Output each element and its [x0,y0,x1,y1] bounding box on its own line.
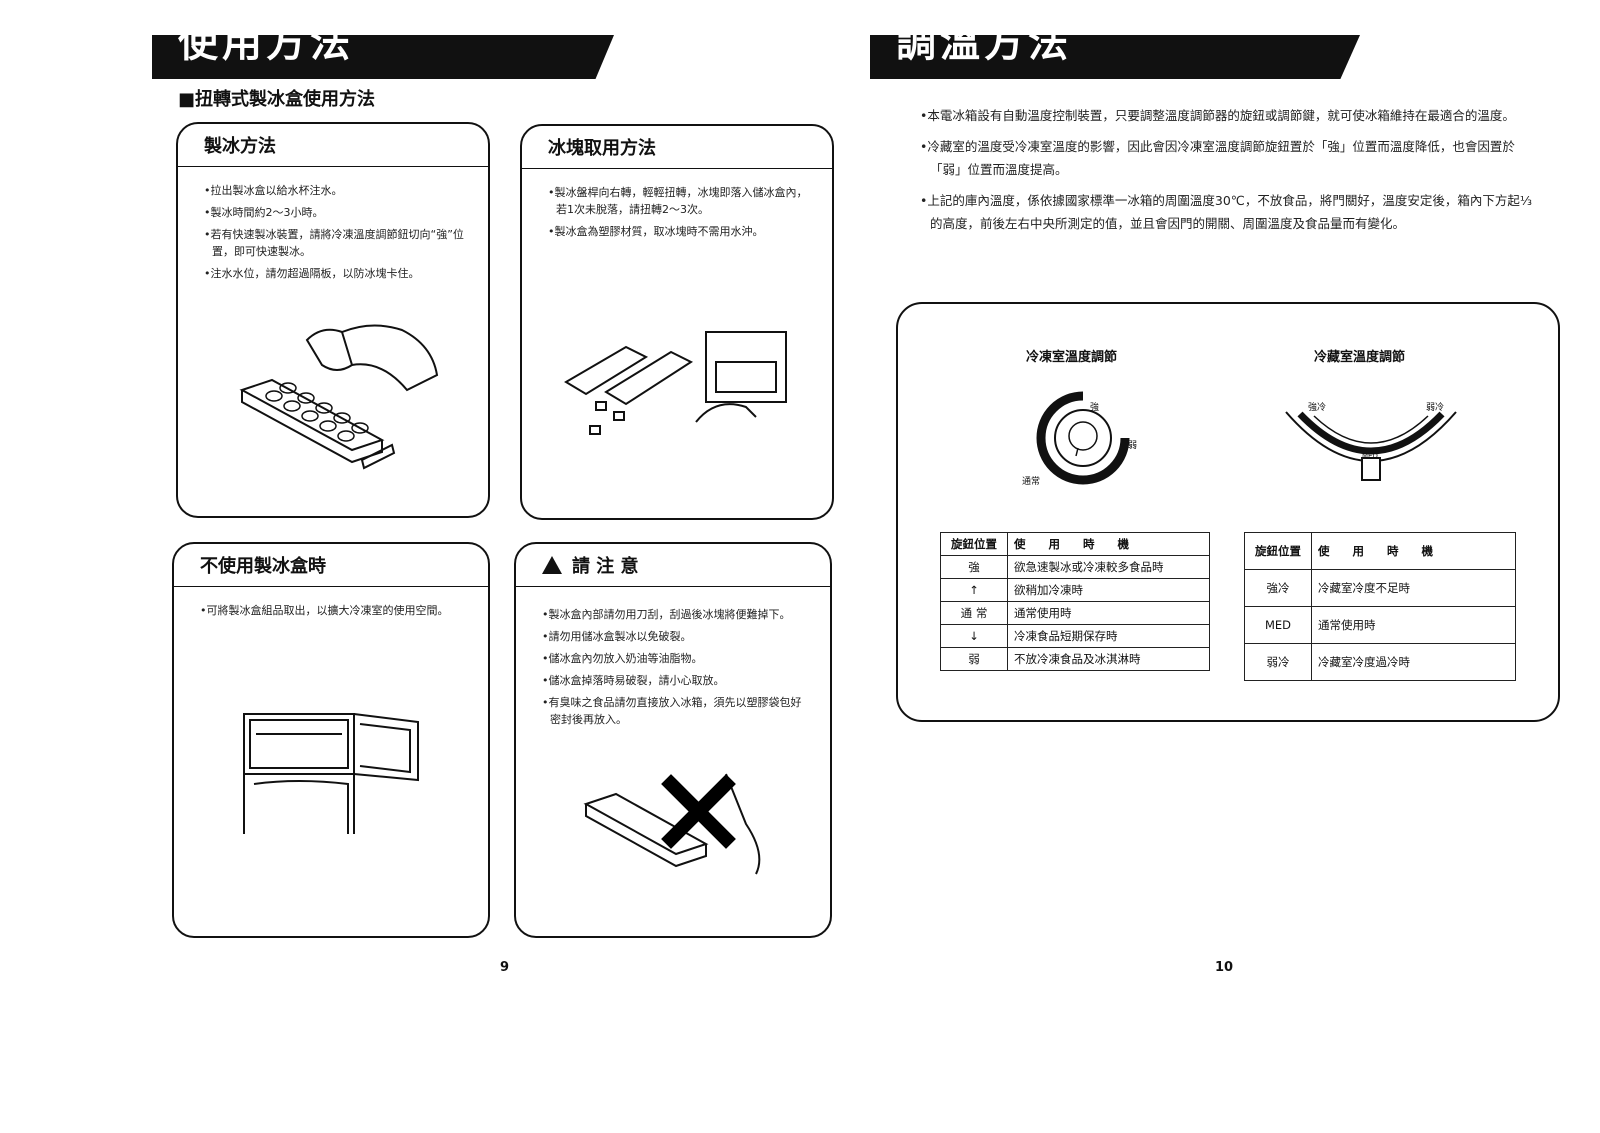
table-header-row: 旋鈕位置 使 用 時 機 [1244,532,1516,570]
list-item: 有臭味之食品請勿直接放入冰箱，須先以塑膠袋包好密封後再放入。 [542,694,812,728]
list-item: 注水水位，請勿超過隔板，以防冰塊卡住。 [204,265,470,282]
freezer-settings-table: 旋鈕位置 使 用 時 機 強 欲急速製冰或冷凍較多食品時 ↑ 欲稍加冷凍時 通 … [940,532,1210,671]
table-cell: 欲稍加冷凍時 [1007,578,1210,602]
freezer-dial-label-strong: 強 [1090,403,1100,413]
list-item: 製冰時間約2～3小時。 [204,204,470,221]
box-title-removing-ice: 冰塊取用方法 [522,126,832,169]
ice-tray-filling-illustration [239,324,439,470]
table-row: MED 通常使用時 [1244,606,1516,644]
box-title-making-ice: 製冰方法 [178,124,488,167]
fridge-slider-label-left: 強冷 [1308,403,1327,413]
list-item: 可將製冰盒組品取出，以擴大冷凍室的使用空間。 [200,602,470,619]
list-item: 請勿用儲冰盒製冰以免破裂。 [542,628,812,645]
table-header-row: 旋鈕位置 使 用 時 機 [940,532,1210,556]
fridge-slider-icon [1285,411,1457,481]
table-row: 強冷 冷藏室冷度不足時 [1244,569,1516,607]
table-cell: 通 常 [940,601,1008,625]
caution-title-text: 請 注 意 [572,556,639,577]
fridge-slider-label-right: 弱冷 [1426,403,1445,413]
left-page-title: 使用方法 [178,35,354,66]
table-row: ↓ 冷凍食品短期保存時 [940,624,1210,648]
freezer-dial-icon [1036,391,1130,485]
column-header: 旋鈕位置 [1244,532,1312,570]
warning-icon [542,556,562,606]
column-header: 旋鈕位置 [940,532,1008,556]
list-item: 若有快速製冰裝置，請將冷凍溫度調節鈕切向“強”位置，即可快速製冰。 [204,226,470,260]
table-cell: 冷藏室冷度不足時 [1311,569,1516,607]
freezer-open-illustration [243,713,419,834]
right-page-number: 10 [1215,960,1234,975]
list-item: 儲冰盒掉落時易破裂，請小心取放。 [542,672,812,689]
table-cell: 弱冷 [1244,643,1312,681]
caution-list: 製冰盒內部請勿用刀刮，刮過後冰塊將便難掉下。 請勿用儲冰盒製冰以免破裂。 儲冰盒… [542,606,812,733]
intro-list: 本電冰箱設有自動溫度控制裝置，只要調整溫度調節器的旋鈕或調節鍵，就可使冰箱維持在… [920,104,1540,243]
left-page-number: 9 [500,960,510,975]
table-row: 強 欲急速製冰或冷凍較多食品時 [940,555,1210,579]
table-cell: ↑ [940,578,1008,602]
table-cell: 弱 [940,647,1008,671]
temperature-control-panel: 冷凍室溫度調節 強 弱 通常 冷藏室溫度調節 強冷 弱冷 MED 旋鈕位置 使 … [896,302,1560,722]
list-item: 拉出製冰盒以給水杯注水。 [204,182,470,199]
box-title-not-using: 不使用製冰盒時 [174,544,488,587]
box-making-ice: 製冰方法 拉出製冰盒以給水杯注水。 製冰時間約2～3小時。 若有快速製冰裝置，請… [176,122,490,518]
column-header: 使 用 時 機 [1311,532,1516,570]
box-title-caution: 請 注 意 [516,544,830,606]
intro-item: 上記的庫內溫度，係依據國家標準一冰箱的周圍溫度30℃，不放食品，將門關好，溫度安… [920,189,1540,235]
list-item: 製冰盤桿向右轉，輕輕扭轉，冰塊即落入儲冰盒內，若1次未脫落，請扭轉2～3次。 [548,184,814,218]
table-cell: 冷藏室冷度過冷時 [1311,643,1516,681]
table-cell: 強冷 [1244,569,1312,607]
intro-item: 冷藏室的溫度受冷凍室溫度的影響，因此會因冷凍室溫度調節旋鈕置於「強」位置而溫度降… [920,135,1540,181]
table-row: 通 常 通常使用時 [940,601,1210,625]
table-cell: ↓ [940,624,1008,648]
freezer-control-title: 冷凍室溫度調節 [1026,350,1118,365]
section-heading: ■扭轉式製冰盒使用方法 [178,89,376,110]
table-cell: 欲急速製冰或冷凍較多食品時 [1007,555,1210,579]
table-row: 弱冷 冷藏室冷度過冷時 [1244,643,1516,681]
table-cell: 不放冷凍食品及冰淇淋時 [1007,647,1210,671]
list-item: 儲冰盒內勿放入奶油等油脂物。 [542,650,812,667]
list-item: 製冰盒內部請勿用刀刮，刮過後冰塊將便難掉下。 [542,606,812,623]
removing-ice-list: 製冰盤桿向右轉，輕輕扭轉，冰塊即落入儲冰盒內，若1次未脫落，請扭轉2～3次。 製… [548,184,814,245]
fridge-slider-label-middle: MED [1362,452,1378,460]
left-page-banner: 使用方法 [152,35,614,79]
box-caution: 請 注 意 製冰盒內部請勿用刀刮，刮過後冰塊將便難掉下。 請勿用儲冰盒製冰以免破… [514,542,832,938]
no-knife-illustration [583,773,761,875]
right-page-banner: 調溫方法 [870,35,1360,79]
box-removing-ice: 冰塊取用方法 製冰盤桿向右轉，輕輕扭轉，冰塊即落入儲冰盒內，若1次未脫落，請扭轉… [520,124,834,520]
table-cell: 冷凍食品短期保存時 [1007,624,1210,648]
column-header: 使 用 時 機 [1007,532,1210,556]
table-cell: MED [1244,606,1312,644]
freezer-dial-label-weak: 弱 [1128,441,1138,451]
intro-item: 本電冰箱設有自動溫度控制裝置，只要調整溫度調節器的旋鈕或調節鍵，就可使冰箱維持在… [920,104,1540,127]
box-not-using: 不使用製冰盒時 可將製冰盒組品取出，以擴大冷凍室的使用空間。 [172,542,490,938]
table-cell: 強 [940,555,1008,579]
fridge-control-title: 冷藏室溫度調節 [1314,350,1406,365]
fridge-settings-table: 旋鈕位置 使 用 時 機 強冷 冷藏室冷度不足時 MED 通常使用時 弱冷 冷藏… [1244,532,1516,681]
list-item: 製冰盒為塑膠材質，取冰塊時不需用水沖。 [548,223,814,240]
table-cell: 通常使用時 [1311,606,1516,644]
table-row: 弱 不放冷凍食品及冰淇淋時 [940,647,1210,671]
table-row: ↑ 欲稍加冷凍時 [940,578,1210,602]
ice-tray-twisting-illustration [564,331,787,435]
freezer-dial-label-normal: 通常 [1022,477,1041,487]
right-page-title: 調溫方法 [896,35,1072,66]
not-using-list: 可將製冰盒組品取出，以擴大冷凍室的使用空間。 [200,602,470,624]
making-ice-list: 拉出製冰盒以給水杯注水。 製冰時間約2～3小時。 若有快速製冰裝置，請將冷凍溫度… [204,182,470,287]
table-cell: 通常使用時 [1007,601,1210,625]
